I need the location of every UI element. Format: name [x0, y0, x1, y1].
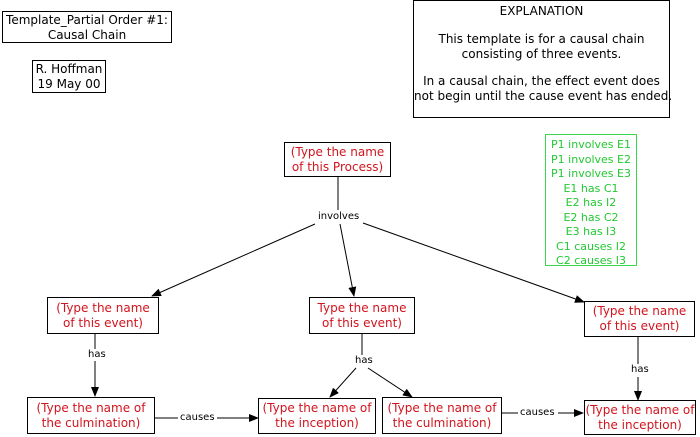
edge-has-culmination-mid — [367, 367, 413, 398]
inception-node-right[interactable]: (Type the name of the inception) — [584, 400, 696, 435]
process-node[interactable]: (Type the name of this Process) — [284, 142, 391, 177]
author-name: R. Hoffman — [35, 62, 103, 76]
edge-has-inception-mid — [329, 367, 357, 398]
edge-label-has-left: has — [87, 349, 107, 361]
relation-item: P1 involves E2 — [551, 152, 631, 166]
event-left-line-2: of this event) — [63, 316, 143, 330]
edge-involves-event-right — [362, 222, 585, 303]
culmination-mid-line-2: the culmination) — [392, 416, 492, 430]
relation-item: E3 has I3 — [565, 225, 617, 238]
relation-item: P1 involves E3 — [551, 167, 631, 180]
edge-involves-event-left — [151, 223, 316, 297]
event-mid-line-2: of this event) — [322, 316, 402, 330]
culmination-mid-line-1: (Type the name of — [387, 401, 497, 415]
edge-label-involves: involves — [317, 211, 361, 223]
explanation-box: EXPLANATION This template is for a causa… — [413, 0, 673, 118]
event-mid-line-1: Type the name — [317, 301, 407, 315]
author-box: R. Hoffman 19 May 00 — [32, 60, 106, 93]
culmination-left-line-2: the culmination) — [41, 416, 141, 430]
inception-mid-line-2: the inception) — [275, 416, 359, 430]
explanation-para1-line-2: consisting of three events. — [461, 47, 622, 61]
author-date: 19 May 00 — [37, 77, 101, 91]
edge-label-has-right: has — [630, 364, 650, 376]
event-node-mid[interactable]: Type the name of this event) — [309, 297, 415, 334]
culmination-left-line-1: (Type the name of — [36, 401, 146, 415]
explanation-para1-line-1: This template is for a causal chain — [438, 32, 645, 46]
culmination-node-mid[interactable]: (Type the name of the culmination) — [382, 397, 502, 434]
event-node-left[interactable]: (Type the name of this event) — [47, 297, 159, 334]
relation-item: E2 has I2 — [565, 196, 617, 209]
explanation-para2-line-1: In a causal chain, the effect event does — [423, 74, 660, 88]
inception-node-mid[interactable]: (Type the name of the inception) — [258, 398, 376, 434]
edge-label-causes-right: causes — [519, 407, 556, 419]
template-title-box: Template_Partial Order #1: Causal Chain — [2, 11, 172, 43]
event-left-line-1: (Type the name — [56, 301, 150, 315]
template-title-line-1: Template_Partial Order #1: — [6, 13, 168, 27]
relation-item: C1 causes I2 — [556, 239, 626, 253]
event-right-line-1: (Type the name — [592, 304, 687, 318]
edge-label-causes-left: causes — [179, 412, 216, 424]
relation-item: E1 has C1 — [563, 181, 619, 195]
process-node-line-2: of this Process) — [291, 160, 384, 174]
explanation-para2-line-2: not begin until the cause event has ende… — [414, 89, 673, 103]
relation-item: E2 has C2 — [563, 210, 619, 224]
inception-right-line-1: (Type the name of — [585, 403, 695, 417]
template-title-line-2: Causal Chain — [47, 28, 127, 42]
explanation-heading: EXPLANATION — [499, 4, 584, 18]
inception-right-line-2: the inception) — [598, 418, 682, 432]
relations-box: P1 involves E1 P1 involves E2 P1 involve… — [545, 134, 637, 267]
relation-item: P1 involves E1 — [551, 138, 631, 151]
event-right-line-2: of this event) — [599, 319, 680, 333]
edge-involves-event-mid — [339, 223, 357, 297]
culmination-node-left[interactable]: (Type the name of the culmination) — [27, 397, 155, 434]
event-node-right[interactable]: (Type the name of this event) — [584, 301, 695, 337]
process-node-line-1: (Type the name — [290, 145, 385, 159]
relation-item: C2 causes I3 — [556, 254, 626, 267]
edge-label-has-mid: has — [354, 355, 374, 367]
inception-mid-line-1: (Type the name of — [262, 401, 372, 415]
